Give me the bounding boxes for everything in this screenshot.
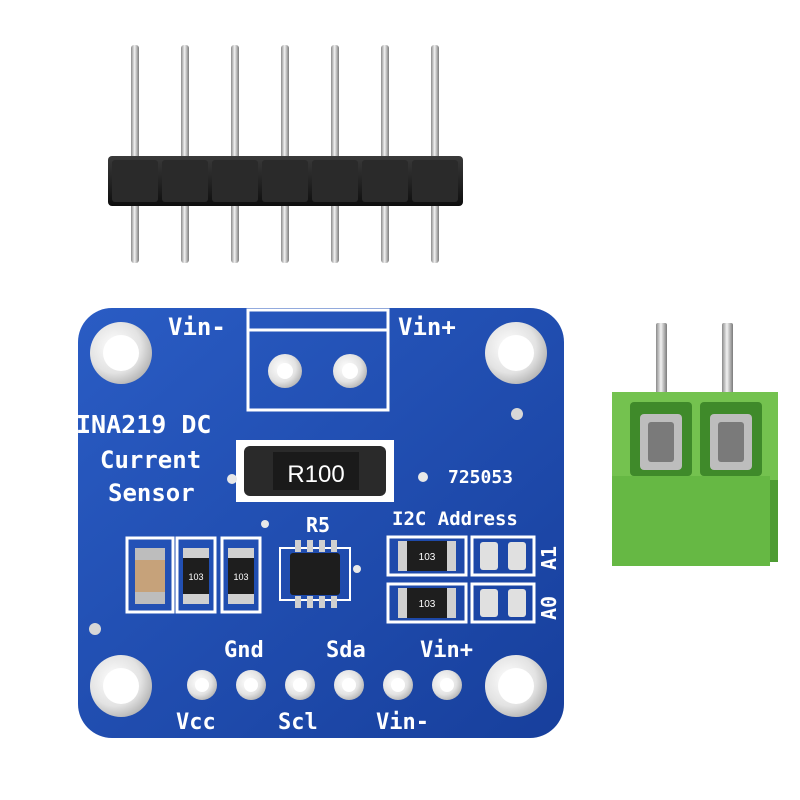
pcb-board: Vin- Vin+ INA219 DC Current Sensor R100 … [76,308,564,738]
smd-code-3: 103 [419,552,436,563]
pin-label-vin-minus: Vin- [376,710,429,735]
a0-label: A0 [537,596,561,620]
header-plastic-strip [108,156,463,206]
pin-label-scl: Scl [278,710,318,735]
smd-components-left [125,536,262,614]
smd-code-2: 103 [233,572,248,582]
label-vin-minus-top: Vin- [168,313,226,341]
shunt-ref-label: R5 [306,513,330,537]
mounting-holes [90,322,547,717]
pin-label-vcc: Vcc [176,710,216,735]
header-pins [131,45,439,263]
terminal-footprint [246,308,390,412]
vias [89,408,523,635]
pin-label-vin-plus: Vin+ [420,638,473,663]
header-pads [187,670,462,700]
board-title-line-1: INA219 DC [76,410,211,439]
board-title-line-3: Sensor [108,479,195,507]
address-jumpers [386,535,536,624]
shunt-resistor [236,440,394,502]
pin-header [108,45,463,263]
pin-label-gnd: Gnd [224,638,264,663]
smd-code-1: 103 [188,572,203,582]
screw-terminal [612,323,778,566]
label-vin-plus-top: Vin+ [398,313,456,341]
serial-number: 725053 [448,467,513,488]
board-title-line-2: Current [100,446,201,474]
a1-label: A1 [537,546,561,570]
i2c-address-label: I2C Address [392,508,518,530]
smd-code-4: 103 [419,599,436,610]
shunt-value-label: R100 [287,461,344,488]
ina219-chip [279,540,351,608]
pin-label-sda: Sda [326,638,366,663]
